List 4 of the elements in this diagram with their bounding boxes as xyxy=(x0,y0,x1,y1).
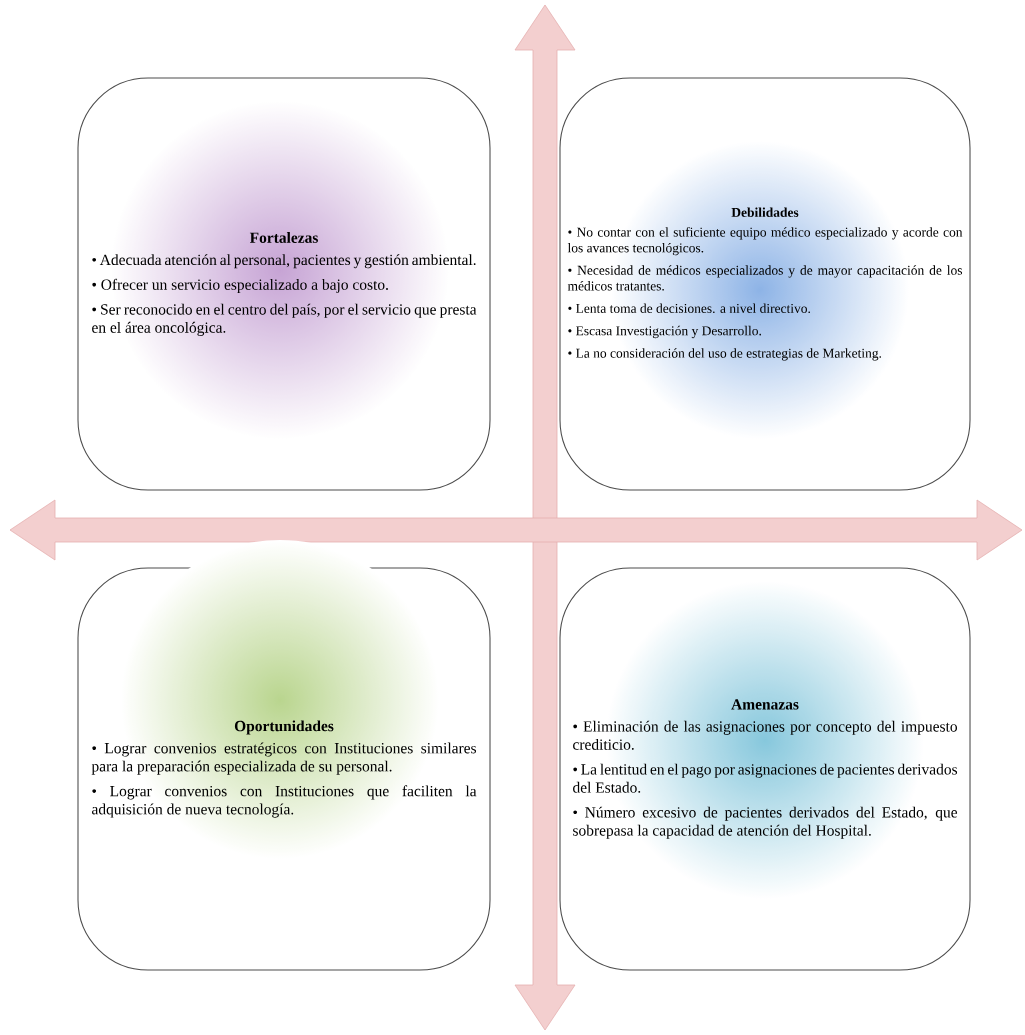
quadrant-box: Fortalezas • Adecuada atención al personal, pacientes y gestión ambiental. • Ofrecer un servicio especializado a bajo costo. • Ser reconocido en el centro del país, por el servicio que presta en el área oncológica. xyxy=(77,77,491,491)
quadrant-box: Debilidades • No contar con el suficiente equipo médico especializado y acorde con los avances tecnológicos. • Necesidad de médicos especializados y de mayor capacitación de los médicos tratantes. • Lenta toma de decisiones. a nivel directivo. • Escasa Investigación y Desarrollo. • La no consideración del uso de estrategias de Marketing. xyxy=(559,77,971,491)
quadrant-box: Amenazas • Eliminación de las asignaciones por concepto del impuesto crediticio. • La lentitud en el pago por asignaciones de pacientes derivados del Estado. • Número excesivo de pacientes derivados del Estado, que sobrepasa la capacidad de atención del Hospital. xyxy=(559,567,971,971)
quadrant-box: Oportunidades • Lograr convenios estratégicos con Instituciones similares para la preparación especializada de su personal. • Lograr convenios con Instituciones que faciliten la adquisición de nueva tecnología. xyxy=(77,540,491,971)
